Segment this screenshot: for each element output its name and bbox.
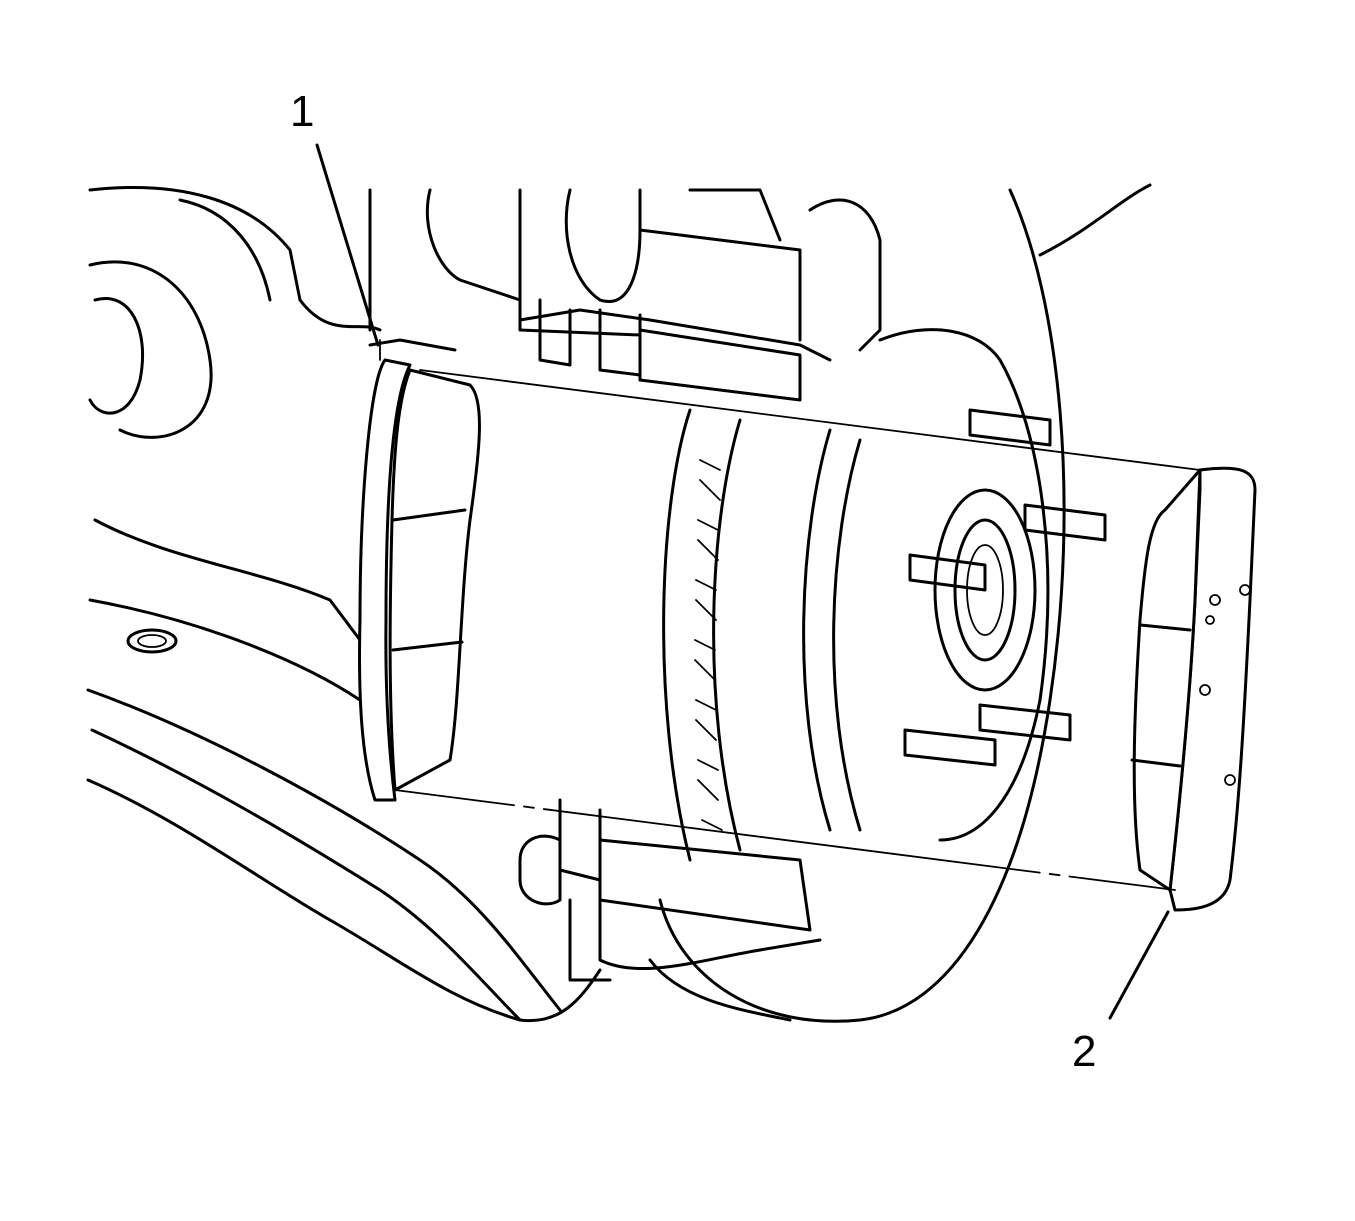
outer-brake-pad <box>1130 466 1257 912</box>
wheel-hub <box>878 328 1107 842</box>
callout-2-leader <box>1108 910 1170 1020</box>
callout-1-leader <box>315 143 380 347</box>
callout-label-1: 1 <box>290 87 315 136</box>
caliper-bracket <box>368 188 882 1022</box>
brake-rotor <box>658 183 1152 1023</box>
installation-guide-lines <box>394 369 1201 891</box>
inner-brake-pad <box>358 338 481 802</box>
callout-label-2: 2 <box>1072 1027 1097 1076</box>
knuckle-and-control-arm <box>86 186 602 1023</box>
